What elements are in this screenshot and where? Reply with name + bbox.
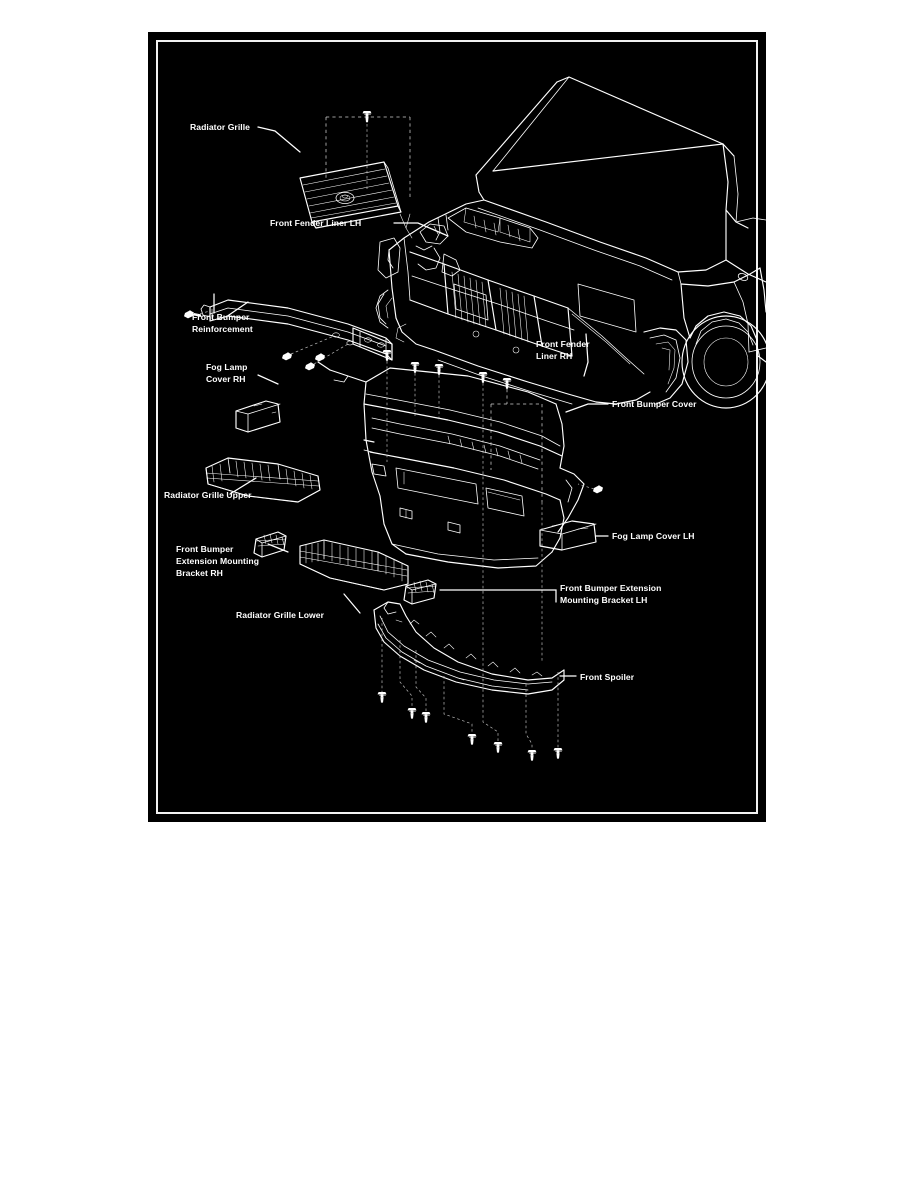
fastener-screw (377, 692, 387, 703)
exploded-diagram-svg: Radiator Grille Front Fender Liner LH Fr… (164, 76, 766, 761)
label-front-fender-liner-rh-line1: Front Fender (536, 339, 590, 349)
label-front-spoiler: Front Spoiler (580, 672, 635, 682)
label-front-bumper-reinforcement-line2: Reinforcement (192, 324, 253, 334)
fastener-group-bottom (377, 502, 563, 761)
fastener-bolt (315, 353, 325, 362)
label-ext-bracket-rh-line3: Bracket RH (176, 568, 223, 578)
fastener-screw (493, 742, 503, 753)
leader-lines (213, 126, 609, 677)
label-front-fender-liner-lh: Front Fender Liner LH (270, 218, 361, 228)
part-front-bumper-cover (315, 350, 603, 632)
part-radiator-grille (299, 111, 411, 229)
part-fog-lamp-cover-rh (235, 400, 281, 433)
fastener-screw (407, 708, 417, 719)
fastener-screw (410, 362, 420, 373)
part-front-bumper-extension-mounting-bracket-rh (253, 531, 287, 558)
fastener-bolt (593, 485, 603, 494)
fastener-bolt (184, 310, 202, 319)
label-group: Radiator Grille Front Fender Liner LH Fr… (164, 122, 697, 682)
label-ext-bracket-lh-line1: Front Bumper Extension (560, 583, 661, 593)
panel-inner-border (156, 40, 758, 814)
fastener-bolt (305, 362, 315, 371)
fastener-screw (502, 378, 512, 389)
fastener-screw (553, 748, 563, 759)
label-front-bumper-reinforcement-line1: Front Bumper (192, 312, 250, 322)
fastener-screw (362, 111, 372, 123)
label-fog-lamp-cover-lh: Fog Lamp Cover LH (612, 531, 695, 541)
part-front-spoiler (373, 601, 565, 695)
fastener-screw (382, 350, 392, 361)
label-fog-lamp-cover-rh-line2: Cover RH (206, 374, 246, 384)
label-ext-bracket-rh-line1: Front Bumper (176, 544, 234, 554)
part-radiator-grille-upper (205, 457, 321, 503)
label-radiator-grille-upper: Radiator Grille Upper (164, 490, 252, 500)
label-fog-lamp-cover-rh-line1: Fog Lamp (206, 362, 247, 372)
label-ext-bracket-lh-line2: Mounting Bracket LH (560, 595, 647, 605)
part-fog-lamp-cover-lh (539, 520, 597, 551)
fastener-bolt (282, 352, 292, 361)
label-radiator-grille-lower: Radiator Grille Lower (236, 610, 325, 620)
label-front-fender-liner-rh-line2: Liner RH (536, 351, 572, 361)
part-front-bumper-extension-mounting-bracket-lh (403, 579, 437, 605)
fastener-screw (478, 372, 488, 383)
vehicle-body-illustration (375, 76, 766, 409)
fastener-screw (527, 750, 537, 761)
part-front-bumper-reinforcement (184, 299, 393, 371)
label-radiator-grille: Radiator Grille (190, 122, 250, 132)
diagram-panel: Radiator Grille Front Fender Liner LH Fr… (148, 32, 766, 822)
fastener-screw (434, 364, 444, 375)
part-radiator-grille-lower (299, 539, 409, 591)
fastener-screw (421, 712, 431, 723)
label-front-bumper-cover: Front Bumper Cover (612, 399, 697, 409)
label-ext-bracket-rh-line2: Extension Mounting (176, 556, 259, 566)
fastener-screw (467, 734, 477, 745)
